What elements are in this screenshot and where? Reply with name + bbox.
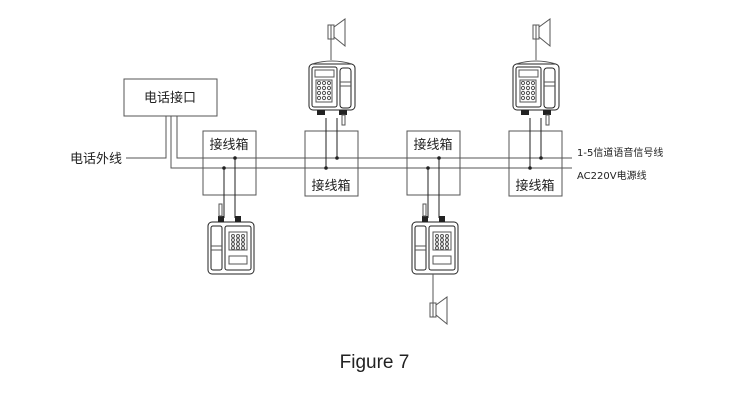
speaker-3-icon: [429, 274, 448, 325]
external-line-wire: [126, 116, 167, 159]
telephone-2: [308, 60, 356, 126]
junction-box-label: 接线箱: [413, 137, 452, 153]
external-line-label: 电话外线: [70, 152, 122, 167]
telephone-1: [207, 203, 255, 275]
telephone-4: [512, 60, 560, 126]
speaker-4-icon: [532, 18, 551, 60]
junction-box-label: 接线箱: [515, 178, 554, 194]
junction-box-2: 接线箱: [304, 118, 359, 197]
junction-box-1: 接线箱: [202, 130, 257, 218]
junction-box-label: 接线箱: [209, 137, 248, 153]
power-bus-line: [170, 116, 572, 169]
junction-box-label: 接线箱: [311, 178, 350, 194]
figure-caption: Figure 7: [339, 352, 410, 373]
phone-interface-label: 电话接口: [144, 90, 196, 106]
junction-box-4: 接线箱: [508, 118, 563, 197]
speaker-2-icon: [327, 18, 346, 60]
telephone-3: [411, 203, 459, 275]
junction-box-3: 接线箱: [406, 130, 461, 218]
signal-line-label: 1-5信道语音信号线: [577, 146, 663, 159]
power-line-label: AC220V电源线: [577, 169, 647, 182]
